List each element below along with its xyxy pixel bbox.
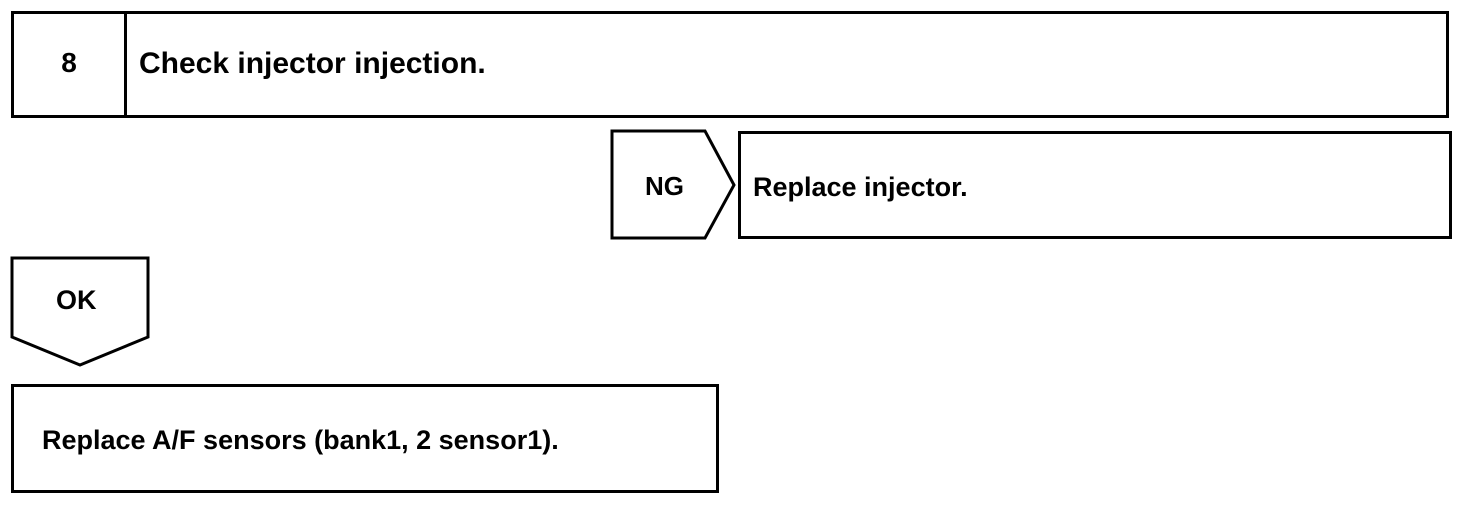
ng-arrow-tab bbox=[610, 129, 736, 240]
ok-arrow-tab bbox=[10, 256, 150, 367]
ng-action-box bbox=[738, 131, 1452, 239]
step-number-divider bbox=[124, 11, 127, 118]
ok-action-box bbox=[11, 384, 719, 493]
ng-label: NG bbox=[645, 171, 684, 201]
step-number: 8 bbox=[61, 47, 77, 78]
step-header-box bbox=[11, 11, 1449, 118]
ok-label: OK bbox=[56, 285, 97, 315]
ng-action-text: Replace injector. bbox=[753, 172, 968, 202]
ok-action-text: Replace A/F sensors (bank1, 2 sensor1). bbox=[42, 425, 559, 455]
step-title: Check injector injection. bbox=[139, 47, 486, 80]
